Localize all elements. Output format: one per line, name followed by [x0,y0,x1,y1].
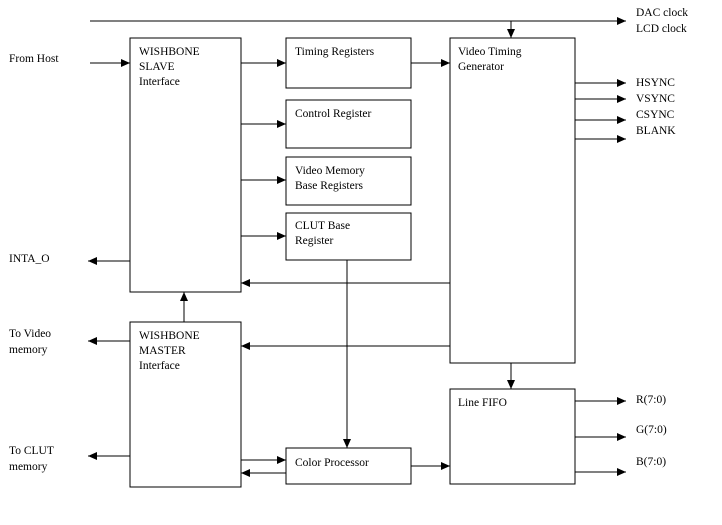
line-fifo-label: Line FIFO [458,397,507,409]
vsync-label: VSYNC [636,93,675,105]
blank-label: BLANK [636,125,676,137]
master-to-slave-arrow-arrowhead [180,292,188,301]
connections [88,17,626,477]
color-processor-to-master-arrow-arrowhead [241,469,250,477]
video-memory-base-registers-block [285,156,412,206]
r-output-label: R(7:0) [636,394,666,406]
wishbone-master-block [129,321,242,488]
from-host-arrow-arrowhead [121,59,130,67]
inta-o-label: INTA_O [9,253,50,265]
g-output-label: G(7:0) [636,424,667,436]
slave-to-timing-registers-arrow-arrowhead [277,59,286,67]
timing-registers-block [285,37,412,89]
vsync-arrow-arrowhead [617,95,626,103]
master-to-color-processor-arrow-arrowhead [277,456,286,464]
color-processor-label: Color Processor [295,457,369,469]
color-processor-block [285,447,412,485]
video-timing-generator-block [449,37,576,364]
timing-registers-label: Timing Registers [295,46,375,58]
slave-to-video-memory-base-arrow-arrowhead [277,176,286,184]
hsync-label: HSYNC [636,77,675,89]
vtg-to-slave-arrow-arrowhead [241,279,250,287]
g-output-arrow-arrowhead [617,433,626,441]
clut-base-to-color-processor-arrow-arrowhead [343,439,351,448]
b-output-label: B(7:0) [636,456,666,468]
clock-line-arrowhead [617,17,626,25]
to-video-memory-arrow-arrowhead [88,337,97,345]
b-output-arrow-arrowhead [617,468,626,476]
to-clut-memory-arrow-arrowhead [88,452,97,460]
r-output-arrow-arrowhead [617,397,626,405]
clock-to-vtg-arrow-arrowhead [507,29,515,38]
vtg-to-master-arrow-arrowhead [241,342,250,350]
vtg-to-line-fifo-arrow-arrowhead [507,380,515,389]
line-fifo-block [449,388,576,485]
clut-base-register-block [285,212,412,261]
slave-to-clut-base-arrow-arrowhead [277,232,286,240]
inta-o-arrow-arrowhead [88,257,97,265]
color-processor-to-line-fifo-arrow-arrowhead [441,462,450,470]
hsync-arrow-arrowhead [617,79,626,87]
slave-to-control-register-arrow-arrowhead [277,120,286,128]
wishbone-slave-block [129,37,242,293]
csync-label: CSYNC [636,109,675,121]
blank-arrow-arrowhead [617,135,626,143]
timing-registers-to-vtg-arrow-arrowhead [441,59,450,67]
csync-arrow-arrowhead [617,116,626,124]
control-register-label: Control Register [295,108,372,120]
from-host-label: From Host [9,53,59,65]
control-register-block [285,99,412,149]
